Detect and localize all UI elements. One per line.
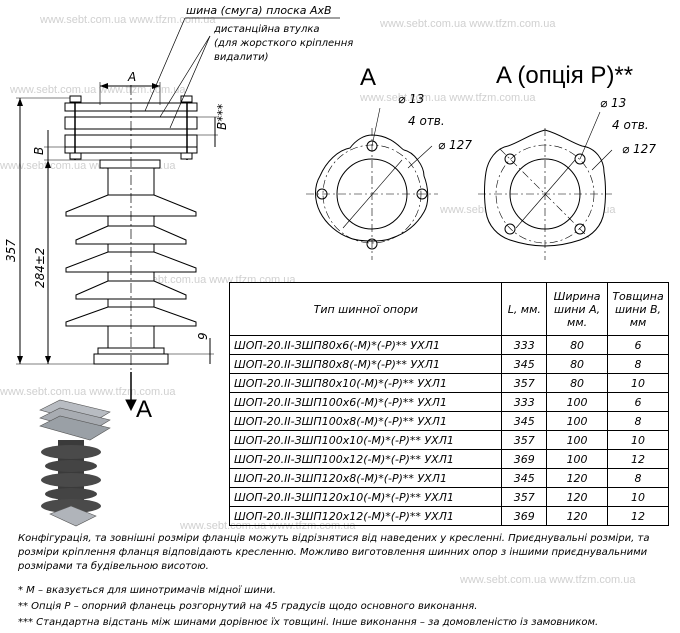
header-width: Ширина шини А, мм. [546, 282, 608, 336]
cell-length: 357 [501, 487, 548, 507]
cell-width: 100 [546, 449, 608, 469]
cell-length: 357 [501, 430, 548, 450]
cell-model: ШОП-20.ІІ-ЗШП100х10(-М)*(-Р)** УХЛ1 [228, 430, 503, 450]
table-header-row: Тип шинної опори L, мм. Ширина шини А, м… [228, 282, 669, 336]
cell-model: ШОП-20.ІІ-ЗШП120х8(-М)*(-Р)** УХЛ1 [228, 468, 503, 488]
circle-diameter-a: ⌀ 127 [438, 138, 472, 152]
cell-thickness: 12 [607, 506, 669, 526]
hole-count-a: 4 отв. [408, 114, 445, 128]
cell-thickness: 6 [607, 335, 669, 355]
cell-model: ШОП-20.ІІ-ЗШП80х8(-М)*(-Р)** УХЛ1 [228, 354, 503, 374]
dimension-357: 357 [4, 239, 18, 262]
dimension-b: B [32, 146, 46, 155]
header-model: Тип шинної опори [228, 282, 503, 336]
cell-length: 333 [501, 335, 548, 355]
bus-label: шина (смуга) плоска АхВ [186, 4, 332, 17]
cell-width: 100 [546, 392, 608, 412]
watermark: www.sebt.com.ua www.tfzm.com.ua [40, 14, 216, 26]
flange-view-a-option-p [478, 111, 613, 260]
cell-model: ШОП-20.ІІ-ЗШП80х10(-М)*(-Р)** УХЛ1 [228, 373, 503, 393]
cell-thickness: 10 [607, 487, 669, 507]
cell-model: ШОП-20.ІІ-ЗШП100х8(-М)*(-Р)** УХЛ1 [228, 411, 503, 431]
cell-length: 369 [501, 506, 548, 526]
cell-model: ШОП-20.ІІ-ЗШП100х6(-М)*(-Р)** УХЛ1 [228, 392, 503, 412]
watermark: www.sebt.com.ua www.tfzm.com.ua [460, 574, 636, 586]
cell-thickness: 10 [607, 373, 669, 393]
cell-model: ШОП-20.ІІ-ЗШП80х6(-М)*(-Р)** УХЛ1 [228, 335, 503, 355]
cell-thickness: 10 [607, 430, 669, 450]
cell-width: 80 [546, 354, 608, 374]
footnote-standard: *** Стандартна відстань між шинами дорів… [18, 617, 599, 628]
top-flange [99, 159, 161, 169]
cell-length: 357 [501, 373, 548, 393]
watermark: www.sebt.com.ua www.tfzm.com.ua [360, 92, 536, 104]
spec-table: Тип шинної опори L, мм. Ширина шини А, м… [228, 282, 669, 526]
circle-diameter-p-value: 127 [633, 142, 656, 156]
footnote-p: ** Опція Р – опорний фланець розгорнутий… [18, 601, 478, 612]
cell-thickness: 12 [607, 449, 669, 469]
header-thickness: Товщина шини В, мм [607, 282, 669, 336]
cell-width: 120 [546, 487, 608, 507]
spacer-label-line3: видалити) [214, 52, 269, 63]
flange-view-a-outline [306, 107, 438, 260]
hole-diameter-a: ⌀ 13 [398, 92, 425, 106]
hole-diameter-p: ⌀ 13 [600, 96, 627, 110]
hole-diameter-p-value: 13 [611, 96, 627, 110]
cell-width: 120 [546, 468, 608, 488]
circle-diameter-p: ⌀ 127 [622, 142, 656, 156]
view-a-title: A [360, 64, 377, 91]
watermark: www.sebt.com.ua www.tfzm.com.ua [380, 18, 556, 30]
cell-length: 345 [501, 468, 548, 488]
section-marker-a: A [136, 396, 153, 423]
watermark: www.sebt.com.ua www.tfzm.com.ua [10, 84, 186, 96]
cell-width: 120 [546, 506, 608, 526]
view-a-option-title: A (опція P)** [496, 62, 634, 89]
cell-width: 100 [546, 430, 608, 450]
circle-diameter-a-value: 127 [449, 138, 472, 152]
header-length: L, мм. [501, 282, 548, 336]
cell-model: ШОП-20.ІІ-ЗШП100х12(-М)*(-Р)** УХЛ1 [228, 449, 503, 469]
footnote-m: * М – вказується для шинотримачів мідної… [18, 585, 276, 596]
insulator-3d-illustration [39, 399, 111, 527]
cell-thickness: 6 [607, 392, 669, 412]
cell-model: ШОП-20.ІІ-ЗШП120х10(-М)*(-Р)** УХЛ1 [228, 487, 503, 507]
cell-length: 369 [501, 449, 548, 469]
cell-length: 345 [501, 411, 548, 431]
cell-width: 80 [546, 335, 608, 355]
cell-width: 80 [546, 373, 608, 393]
dimension-9: 9 [196, 332, 210, 340]
dimension-a: A [128, 70, 137, 84]
configuration-note: Конфігурація, та зовнішні розміри фланці… [18, 533, 650, 572]
dimension-284: 284±2 [33, 247, 47, 288]
cell-model: ШОП-20.ІІ-ЗШП120х12(-М)*(-Р)** УХЛ1 [228, 506, 503, 526]
cell-length: 333 [501, 392, 548, 412]
hole-diameter-a-value: 13 [409, 92, 425, 106]
hole-count-p: 4 отв. [612, 118, 649, 132]
cell-thickness: 8 [607, 411, 669, 431]
cell-thickness: 8 [607, 354, 669, 374]
cell-width: 100 [546, 411, 608, 431]
spacer-label: дистанційна втулка [214, 24, 320, 35]
dimension-b-star: B*** [215, 103, 229, 130]
cell-length: 345 [501, 354, 548, 374]
cell-thickness: 8 [607, 468, 669, 488]
spacer-label-line2: (для жорсткого кріплення [214, 38, 354, 49]
